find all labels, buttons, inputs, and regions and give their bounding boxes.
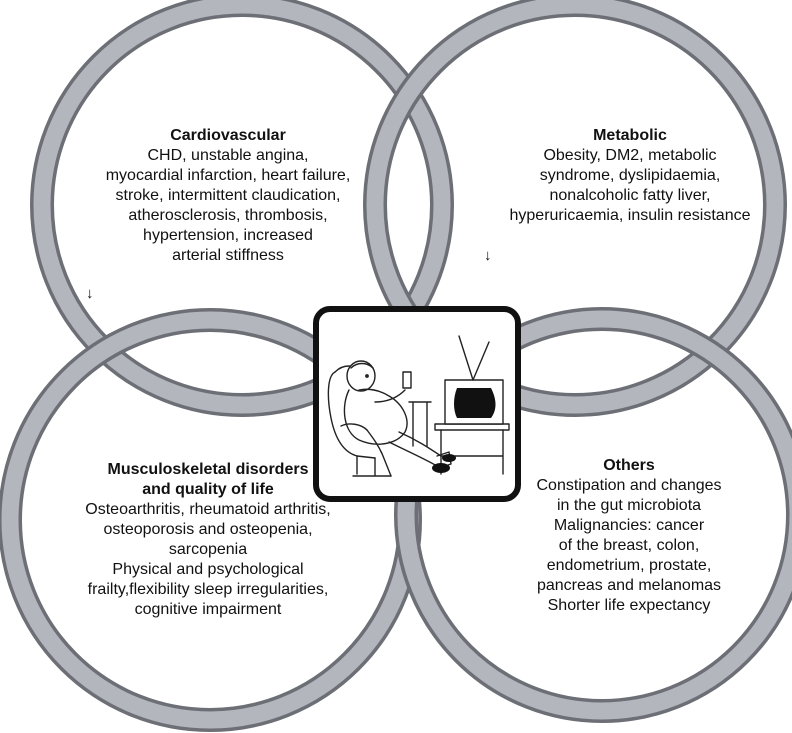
metabolic-line: syndrome, dyslipidaemia, <box>539 167 721 184</box>
cardiovascular-block: Cardiovascular CHD, unstable angina, myo… <box>78 126 378 266</box>
musculoskeletal-line: osteoporosis and osteopenia, <box>103 521 313 538</box>
musculoskeletal-line: frailty,flexibility sleep irregularities… <box>87 581 329 598</box>
cardiovascular-title: Cardiovascular <box>170 127 286 144</box>
others-block: Others Constipation and changes in the g… <box>506 456 752 616</box>
cardiovascular-line: CHD, unstable angina, <box>147 147 309 164</box>
others-line: endometrium, prostate, <box>546 557 712 574</box>
cardiovascular-line: stroke, intermittent claudication, <box>115 187 341 204</box>
cardiovascular-line: arterial stiffness <box>172 247 284 264</box>
musculoskeletal-title: and quality of life <box>142 481 274 498</box>
person-watching-tv-icon <box>313 306 521 502</box>
others-line: Constipation and changes <box>536 477 722 494</box>
cardiovascular-line: atherosclerosis, thrombosis, <box>128 207 328 224</box>
down-arrow-icon: ↓ <box>86 285 94 302</box>
cardiovascular-line: hypertension, increased <box>143 227 313 244</box>
others-title: Others <box>603 457 655 474</box>
others-line: of the breast, colon, <box>558 537 700 554</box>
musculoskeletal-line: Osteoarthritis, rheumatoid arthritis, <box>85 501 331 518</box>
metabolic-line: Obesity, DM2, metabolic <box>543 147 717 164</box>
musculoskeletal-block: Musculoskeletal disorders and quality of… <box>52 460 364 620</box>
others-line: pancreas and melanomas <box>536 577 722 594</box>
others-line: Shorter life expectancy <box>547 597 711 614</box>
metabolic-block: Metabolic Obesity, DM2, metabolic syndro… <box>483 126 777 226</box>
others-line: Malignancies: cancer <box>553 517 705 534</box>
musculoskeletal-line: sarcopenia <box>168 541 248 558</box>
musculoskeletal-line: Physical and psychological <box>112 561 304 578</box>
musculoskeletal-line: cognitive impairment <box>134 601 282 618</box>
metabolic-line: hyperuricaemia, insulin resistance <box>509 207 751 224</box>
cardiovascular-line: myocardial infarction, heart failure, <box>105 167 351 184</box>
down-arrow-icon: ↓ <box>484 247 492 264</box>
metabolic-line: nonalcoholic fatty liver, <box>549 187 711 204</box>
metabolic-title: Metabolic <box>593 127 667 144</box>
others-line: in the gut microbiota <box>556 497 702 514</box>
musculoskeletal-title: Musculoskeletal disorders <box>107 461 309 478</box>
